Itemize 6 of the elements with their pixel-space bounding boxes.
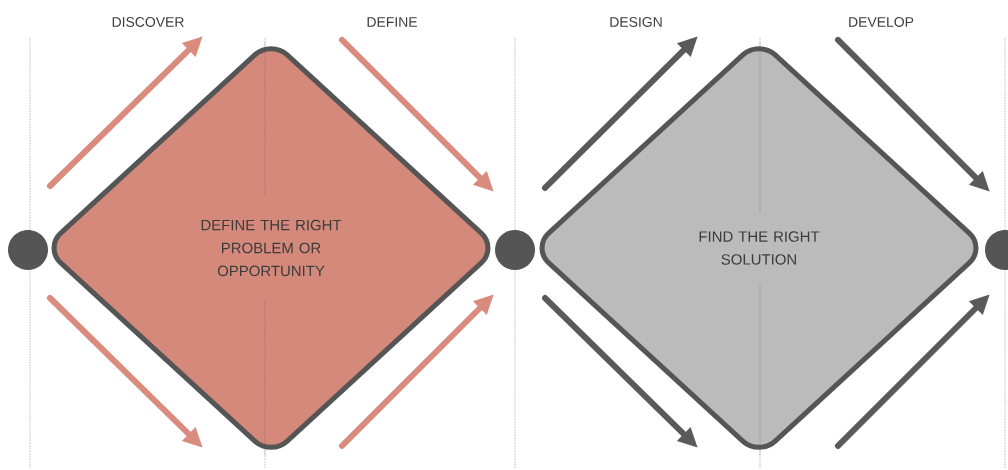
phase-label: DEVELOP (849, 17, 914, 27)
phase-label: DISCOVER (112, 17, 184, 27)
phase-label: DESIGN (610, 17, 662, 27)
connector-dot (8, 230, 48, 270)
phase-label: DEFINE (367, 17, 417, 27)
connector-dot (495, 230, 535, 270)
